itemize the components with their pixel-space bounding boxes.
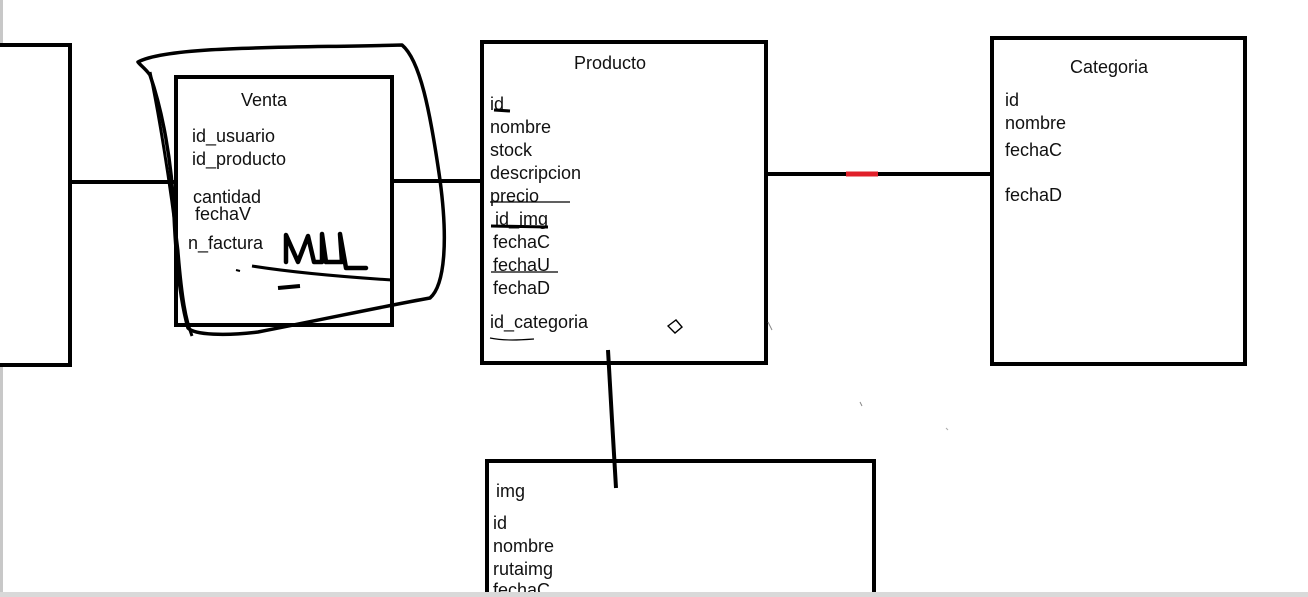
venta-field-fechaV: fechaV [195,204,252,224]
img-field-rutaimg: rutaimg [493,559,554,579]
entity-title-categoria: Categoria [1070,57,1149,77]
stray-mark-3 [945,427,949,431]
producto-field-nombre: nombre [490,117,552,137]
producto-field-fechaU: fechaU [493,255,551,275]
categoria-field-id: id [1005,90,1020,110]
venta-field-id-producto: id_producto [192,149,287,169]
categoria-field-fechaC: fechaC [1005,140,1063,160]
producto-field-descripcion: descripcion [490,163,582,183]
stray-mark-2 [859,401,863,407]
categoria-field-nombre: nombre [1005,113,1067,133]
entity-box-partial-left [0,43,72,367]
entity-box-categoria [990,36,1247,366]
producto-field-id-img: id_img [495,209,549,229]
entity-title-venta: Venta [241,90,288,110]
producto-field-fechaC: fechaC [493,232,551,252]
venta-field-id-usuario: id_usuario [192,126,276,146]
img-field-nombre: nombre [493,536,555,556]
entity-title-producto: Producto [574,53,647,73]
producto-field-id: id [490,94,505,114]
producto-field-id-categoria: id_categoria [490,312,589,332]
producto-field-stock: stock [490,140,533,160]
categoria-field-fechaD: fechaD [1005,185,1063,205]
window-bottom-scrollbar[interactable] [0,592,1308,597]
entity-title-img: img [496,481,526,501]
stray-mark-1 [767,321,773,331]
producto-field-fechaD: fechaD [493,278,551,298]
producto-field-precio: precio [490,186,540,206]
venta-field-n-factura: n_factura [188,233,264,253]
entity-box-img [485,459,876,597]
img-field-id: id [493,513,508,533]
